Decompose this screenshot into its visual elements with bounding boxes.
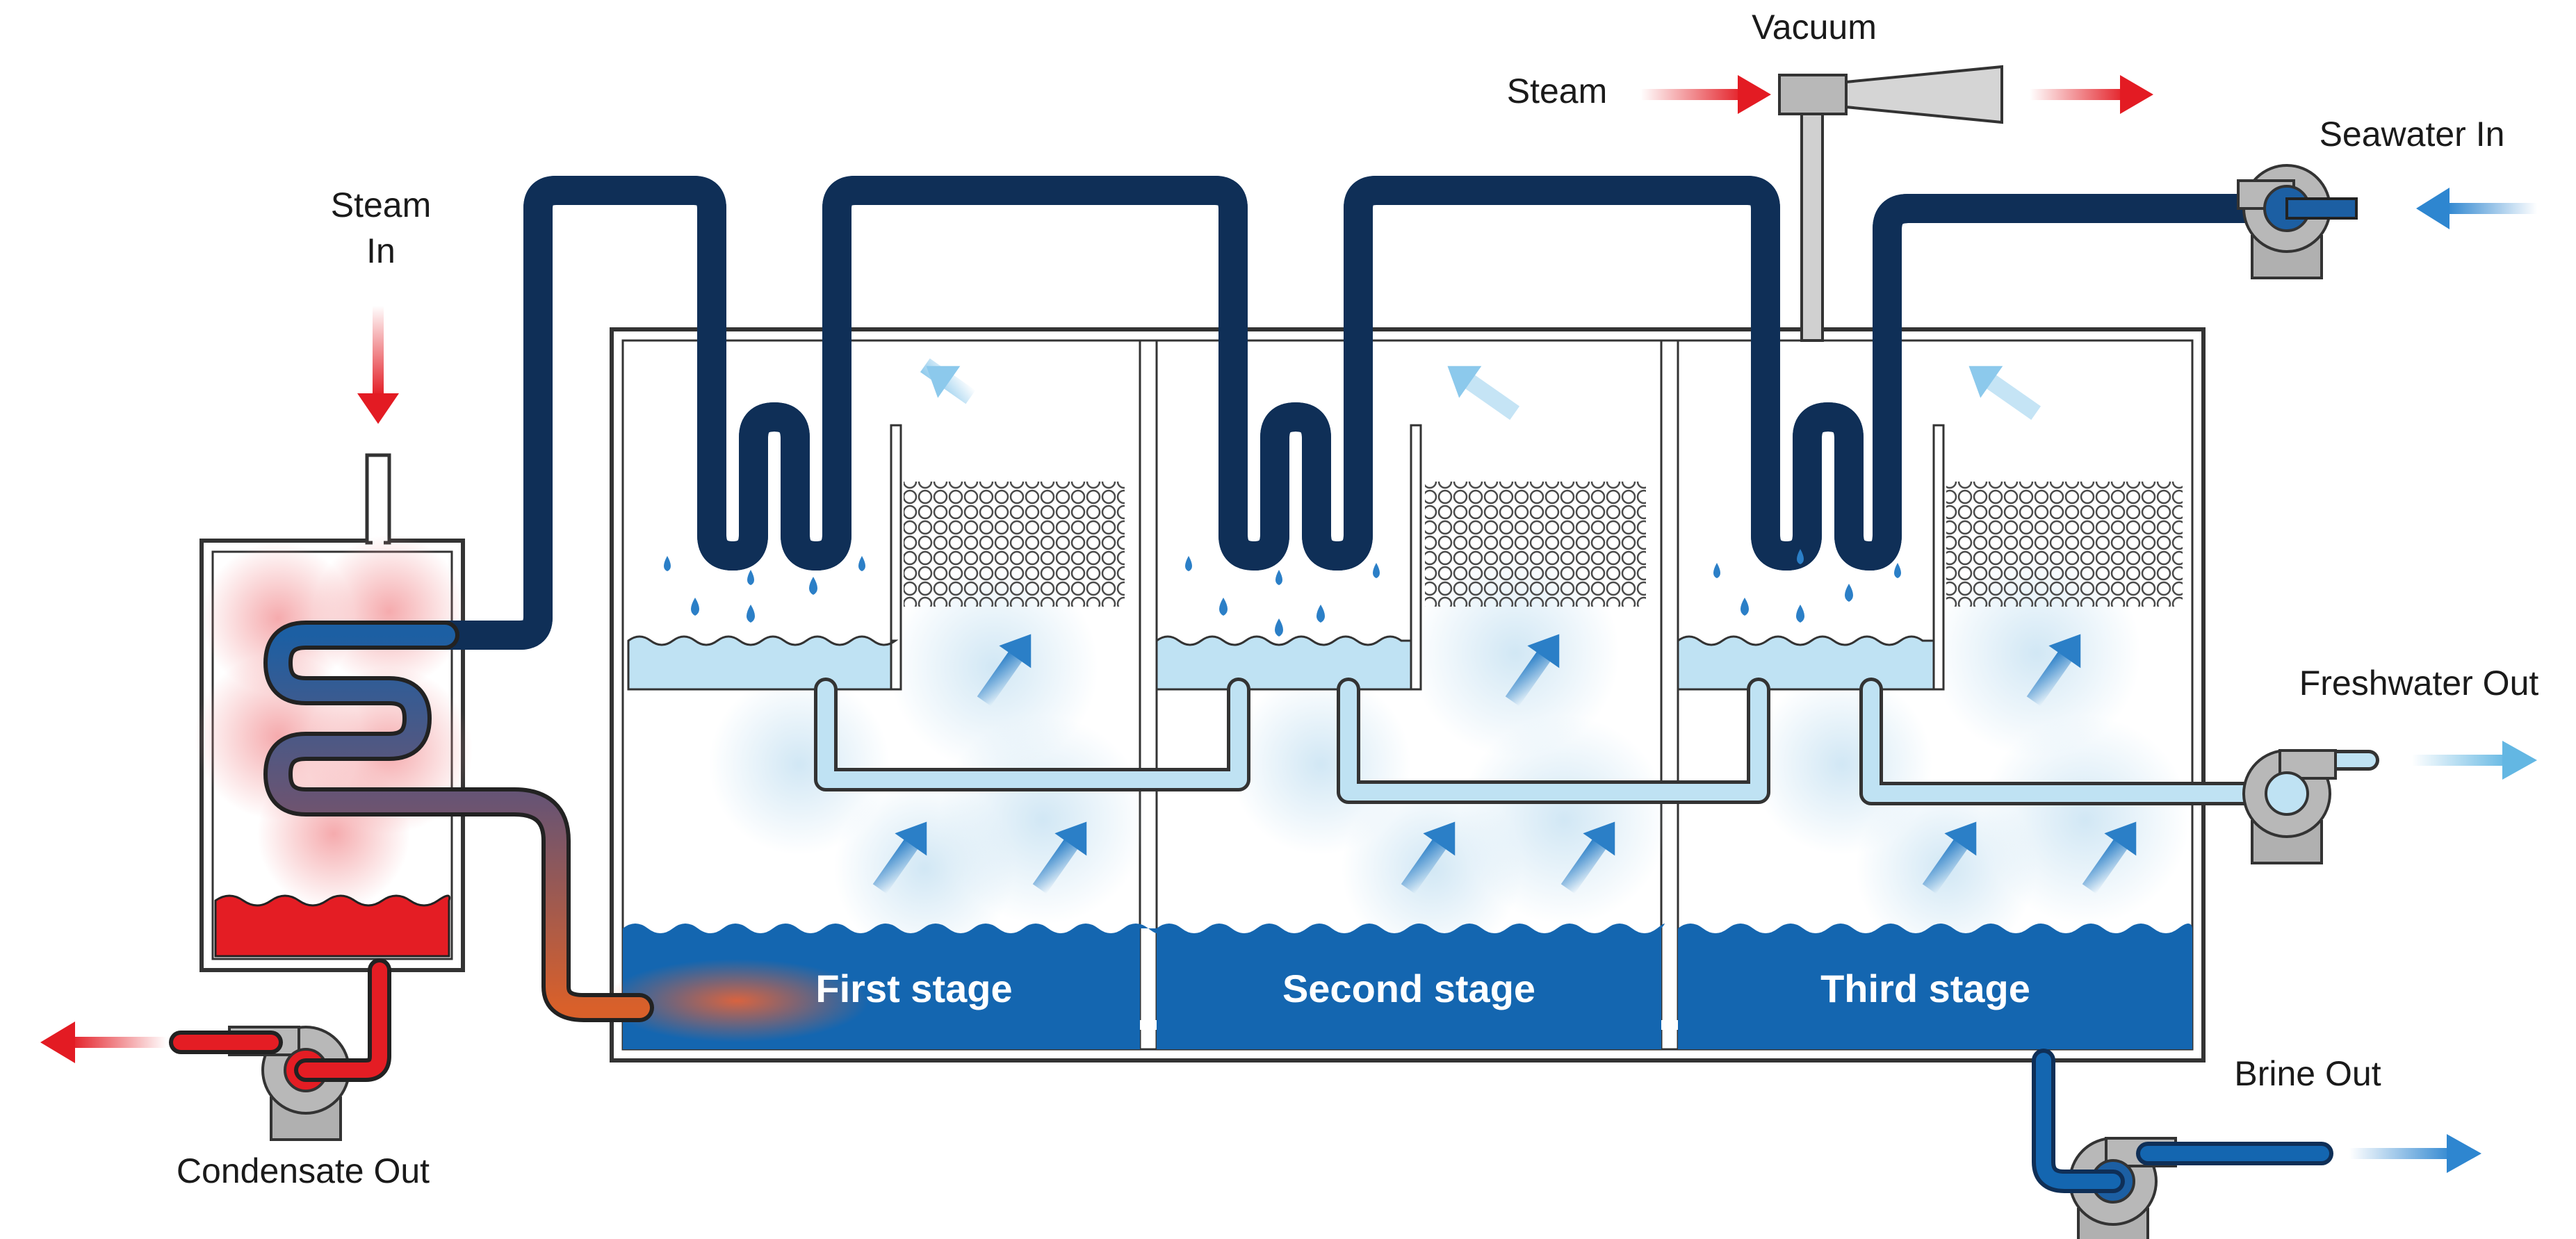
pump-icon <box>2237 164 2358 279</box>
steam-in-label: In <box>366 231 396 270</box>
steam-ejector-icon <box>1778 65 2003 342</box>
stage-divider <box>1139 339 1679 1051</box>
evaporator-vessel <box>605 327 2206 1062</box>
steam-label: Steam <box>1507 72 1608 110</box>
condensate-out-label: Condensate Out <box>177 1151 430 1190</box>
condensate-pool <box>214 894 451 958</box>
stage-label-second: Second stage <box>1282 967 1535 1010</box>
heat-exchanger-coil-icon <box>263 621 654 1022</box>
stage-label-first: First stage <box>815 967 1012 1010</box>
vacuum-label: Vacuum <box>1752 8 1877 47</box>
stage-label-third: Third stage <box>1820 967 2030 1010</box>
brine-out-pipe <box>2032 1049 2333 1193</box>
freshwater-pipe <box>814 678 2379 805</box>
vapor-arrow-icon <box>872 358 2137 894</box>
freshwater-out-label: Freshwater Out <box>2299 664 2539 703</box>
brine-out-label: Brine Out <box>2234 1054 2381 1093</box>
brine-pool <box>605 924 2192 1049</box>
distillate-tray <box>627 635 1935 691</box>
demister-mesh-icon <box>904 482 2183 607</box>
water-droplets <box>664 549 1901 637</box>
condensate-pipe <box>169 958 391 1082</box>
seawater-in-label: Seawater In <box>2320 115 2505 154</box>
baffle <box>890 424 1945 691</box>
steam-in-label: Steam <box>331 186 432 224</box>
pump-icon <box>2242 749 2337 864</box>
arrow-icon <box>40 75 2537 1173</box>
seawater-pipe <box>430 176 2260 650</box>
